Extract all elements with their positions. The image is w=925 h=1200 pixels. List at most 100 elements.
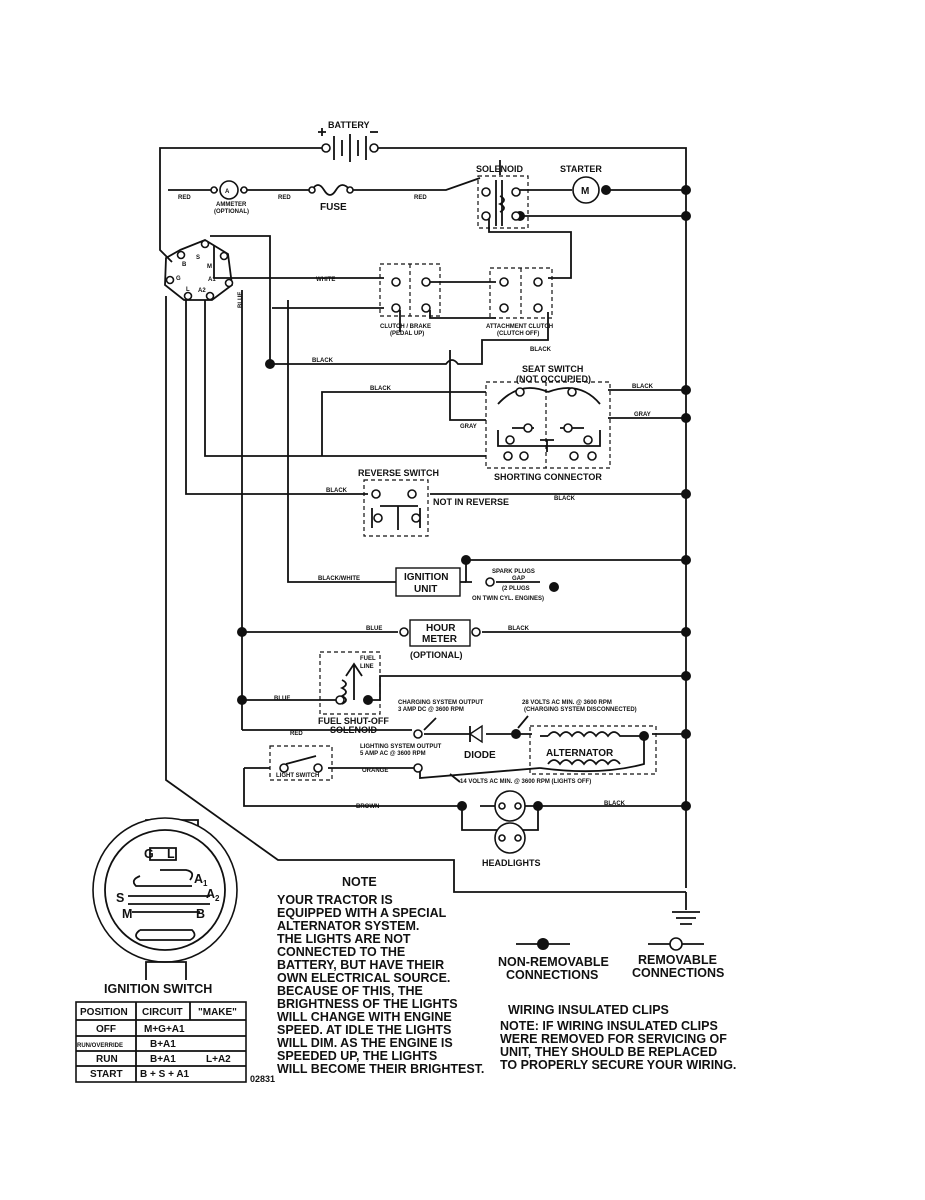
note-line-10: WILL CHANGE WITH ENGINE xyxy=(277,1010,452,1024)
non-removable-line1: NON-REMOVABLE xyxy=(498,955,609,969)
fuse-label: FUSE xyxy=(320,202,347,213)
ignition-switch-title: IGNITION SWITCH xyxy=(104,982,212,996)
blue-wire-label-vertical: BLUE xyxy=(238,292,244,308)
fuel-line-2: LINE xyxy=(360,664,374,670)
blue-wire-label-3: BLUE xyxy=(274,696,290,702)
table-row-2-position: RUN xyxy=(96,1054,118,1065)
volts28-2: (CHARGING SYSTEM DISCONNECTED) xyxy=(524,707,637,713)
alternator: ALTERNATOR xyxy=(529,725,657,775)
clips-note: WIRING INSULATED CLIPS NOTE: IF WIRING I… xyxy=(500,1003,736,1072)
wires xyxy=(159,147,700,925)
removable-line1: REMOVABLE xyxy=(638,953,717,967)
charging-output-1: CHARGING SYSTEM OUTPUT xyxy=(398,700,484,706)
headlights-label: HEADLIGHTS xyxy=(482,858,541,868)
black-wire-label-7: BLACK xyxy=(604,801,626,807)
table-row-2-circuit: B+A1 xyxy=(150,1054,176,1065)
note-title: NOTE xyxy=(342,875,377,889)
non-removable-line2: CONNECTIONS xyxy=(506,968,598,982)
part-number: 02831 xyxy=(250,1074,275,1084)
table-row-3-circuit: B + S + A1 xyxy=(140,1069,190,1080)
terminal-a1: A1 xyxy=(208,277,216,283)
brown-wire-label: BROWN xyxy=(356,804,379,810)
orange-wire-label: ORANGE xyxy=(362,768,388,774)
removable-line2: CONNECTIONS xyxy=(632,966,724,980)
table-row-0-position: OFF xyxy=(96,1024,116,1035)
terminal-l: L xyxy=(186,287,190,293)
black-wire-label-3: BLACK xyxy=(632,384,654,390)
note-line-11: SPEED. AT IDLE THE LIGHTS xyxy=(277,1023,451,1037)
table-row-0-circuit: M+G+A1 xyxy=(144,1024,185,1035)
seat-switch: SEAT SWITCH (NOT OCCUPIED) SHORTING CONN… xyxy=(485,364,611,482)
white-wire-label: WHITE xyxy=(316,277,335,283)
blue-wire-label-2: BLUE xyxy=(366,626,382,632)
lighting-output-2: 5 AMP AC @ 3600 RPM xyxy=(360,751,426,757)
gray-wire-label-1: GRAY xyxy=(634,412,651,418)
note-line-12: WILL DIM. AS THE ENGINE IS xyxy=(277,1036,453,1050)
ammeter: A AMMETER (OPTIONAL) RED RED RED xyxy=(178,180,427,215)
light-switch-label: LIGHT SWITCH xyxy=(276,773,319,779)
red-wire-label-3: RED xyxy=(414,195,427,201)
switch-a1: A1 xyxy=(194,872,208,888)
connection-legend: NON-REMOVABLE CONNECTIONS REMOVABLE CONN… xyxy=(498,937,724,982)
charging-system: CHARGING SYSTEM OUTPUT 3 AMP DC @ 3600 R… xyxy=(398,700,637,761)
table-header-circuit: CIRCUIT xyxy=(142,1007,183,1018)
starter-m: M xyxy=(581,186,589,197)
note-line-7: OWN ELECTRICAL SOURCE. xyxy=(277,971,450,985)
spark-plugs-2: GAP xyxy=(512,576,525,582)
ignition-unit-line2: UNIT xyxy=(414,584,437,595)
light-switch: LIGHT SWITCH LIGHTING SYSTEM OUTPUT 5 AM… xyxy=(269,744,591,785)
red-wire-label-2: RED xyxy=(278,195,291,201)
shorting-connector-label: SHORTING CONNECTOR xyxy=(494,472,602,482)
black-wire-label-4: BLACK xyxy=(326,488,348,494)
switch-l: L xyxy=(167,847,175,861)
ammeter-letter: A xyxy=(225,189,230,195)
hour-meter-optional: (OPTIONAL) xyxy=(410,650,463,660)
fuel-line-1: FUEL xyxy=(360,656,376,662)
solenoid: SOLENOID xyxy=(476,164,529,229)
fuel-solenoid-1: FUEL SHUT-OFF xyxy=(318,716,389,726)
ignition-connector: B S M G A1 L A2 xyxy=(164,238,234,301)
black-wire-label-6: BLACK xyxy=(508,626,530,632)
ignition-switch-face: G L A1 A2 S M B IGNITION SWITCH xyxy=(92,817,238,996)
hour-meter-line2: METER xyxy=(422,634,458,645)
not-occupied-label: (NOT OCCUPIED) xyxy=(516,374,591,384)
table-header-position: POSITION xyxy=(80,1007,128,1018)
clips-line-2: WERE REMOVED FOR SERVICING OF xyxy=(500,1032,727,1046)
table-row-3-position: START xyxy=(90,1069,123,1080)
diode-label: DIODE xyxy=(464,750,496,761)
charging-output-2: 3 AMP DC @ 3600 RPM xyxy=(398,707,464,713)
clutch-brake-switch: WHITE CLUTCH / BRAKE (PEDAL UP) xyxy=(316,263,441,337)
clips-title: WIRING INSULATED CLIPS xyxy=(508,1003,669,1017)
not-in-reverse-label: NOT IN REVERSE xyxy=(433,497,509,507)
note-line-5: CONNECTED TO THE xyxy=(277,945,405,959)
terminal-b: B xyxy=(182,262,187,268)
clips-line-3: UNIT, THEY SHOULD BE REPLACED xyxy=(500,1045,717,1059)
fuse: FUSE xyxy=(308,184,354,213)
switch-b: B xyxy=(196,907,205,921)
black-wire-label-0: BLACK xyxy=(530,347,552,353)
black-wire-label-5: BLACK xyxy=(554,496,576,502)
battery-label: BATTERY xyxy=(328,120,370,130)
gray-wire-label-2: GRAY xyxy=(460,424,477,430)
switch-a2: A2 xyxy=(206,887,220,903)
terminal-a2: A2 xyxy=(198,288,206,294)
starter: M STARTER xyxy=(520,164,602,204)
black-wire-label-1: BLACK xyxy=(312,358,334,364)
attachment-clutch-label: ATTACHMENT CLUTCH xyxy=(486,324,553,330)
switch-m: M xyxy=(122,907,132,921)
clips-line-4: TO PROPERLY SECURE YOUR WIRING. xyxy=(500,1058,736,1072)
spark-plugs-3: (2 PLUGS xyxy=(502,586,530,592)
table-row-2-make: L+A2 xyxy=(206,1054,231,1065)
switch-g: G xyxy=(144,847,154,861)
ignition-unit-line1: IGNITION xyxy=(404,572,448,583)
attachment-clutch-switch: ATTACHMENT CLUTCH (CLUTCH OFF) BLACK xyxy=(486,267,553,353)
terminal-g: G xyxy=(176,276,181,282)
note-line-2: EQUIPPED WITH A SPECIAL xyxy=(277,906,447,920)
lighting-output-1: LIGHTING SYSTEM OUTPUT xyxy=(360,744,442,750)
clips-line-1: NOTE: IF WIRING INSULATED CLIPS xyxy=(500,1019,718,1033)
pedal-up-label: (PEDAL UP) xyxy=(390,331,424,337)
switch-s: S xyxy=(116,891,124,905)
red-wire-label-1: RED xyxy=(178,195,191,201)
solenoid-label: SOLENOID xyxy=(476,164,524,174)
